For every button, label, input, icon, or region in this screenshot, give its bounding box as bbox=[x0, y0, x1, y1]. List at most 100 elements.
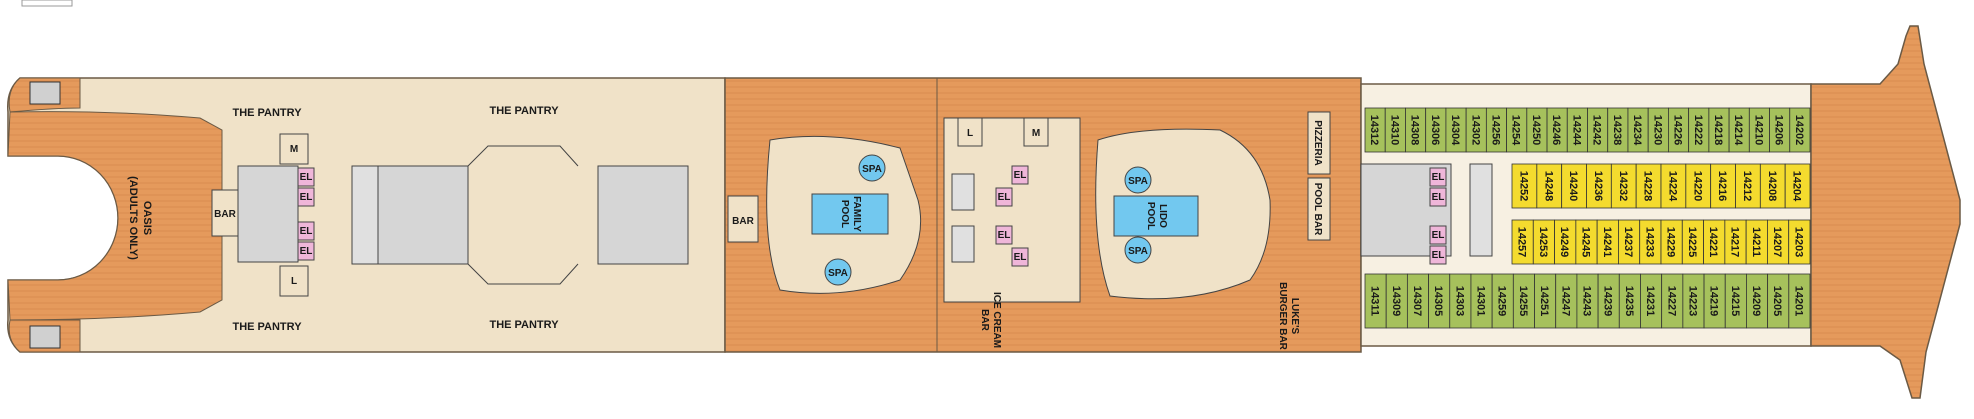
cabin[interactable]: 14207 bbox=[1767, 219, 1790, 265]
cabin-number: 14311 bbox=[1369, 286, 1381, 316]
cabin[interactable]: 14206 bbox=[1769, 107, 1791, 153]
cabin-number: 14228 bbox=[1642, 171, 1654, 202]
cabin[interactable]: 14233 bbox=[1639, 219, 1662, 265]
cabin[interactable]: 14231 bbox=[1640, 273, 1663, 329]
cabin[interactable]: 14241 bbox=[1596, 219, 1619, 265]
cabin[interactable]: 14253 bbox=[1532, 219, 1555, 265]
cabin[interactable]: 14250 bbox=[1526, 107, 1548, 153]
cabin[interactable]: 14221 bbox=[1703, 219, 1726, 265]
cabin[interactable]: 14246 bbox=[1546, 107, 1568, 153]
cabin[interactable]: 14240 bbox=[1561, 163, 1587, 209]
cabin[interactable]: 14243 bbox=[1576, 273, 1599, 329]
elevator-label: EL bbox=[300, 192, 313, 203]
cabin[interactable]: 14203 bbox=[1788, 219, 1811, 265]
cabin[interactable]: 14303 bbox=[1449, 273, 1472, 329]
corner-tab bbox=[21, 0, 73, 7]
cabin[interactable]: 14229 bbox=[1660, 219, 1683, 265]
cabin[interactable]: 14225 bbox=[1681, 219, 1704, 265]
cabin[interactable]: 14201 bbox=[1788, 273, 1811, 329]
cabin-number: 14206 bbox=[1773, 115, 1785, 146]
elevator bbox=[1429, 245, 1447, 265]
cabin[interactable]: 14242 bbox=[1587, 107, 1609, 153]
cabin[interactable]: 14306 bbox=[1425, 107, 1447, 153]
cabin[interactable]: 14304 bbox=[1445, 107, 1467, 153]
cabin-number: 14232 bbox=[1617, 171, 1629, 202]
cabin-number: 14222 bbox=[1692, 115, 1704, 146]
stairs bbox=[951, 173, 975, 211]
cabin[interactable]: 14248 bbox=[1536, 163, 1563, 209]
cabin-number: 14220 bbox=[1691, 171, 1703, 202]
cabin-number: 14237 bbox=[1622, 227, 1634, 258]
cabin[interactable]: 14202 bbox=[1789, 107, 1811, 153]
elevator bbox=[1429, 187, 1447, 207]
cabin[interactable]: 14223 bbox=[1682, 273, 1705, 329]
cabin[interactable]: 14238 bbox=[1607, 107, 1629, 153]
cabin[interactable]: 14230 bbox=[1647, 107, 1669, 153]
cabin[interactable]: 14211 bbox=[1745, 219, 1768, 265]
cabin[interactable]: 14245 bbox=[1575, 219, 1598, 265]
cabin-number: 14254 bbox=[1510, 115, 1522, 146]
cabin-number: 14244 bbox=[1570, 115, 1582, 146]
cabin[interactable]: 14308 bbox=[1405, 107, 1427, 153]
cabin[interactable]: 14256 bbox=[1485, 107, 1507, 153]
cabin-number: 14231 bbox=[1644, 286, 1656, 317]
oasis-label: OASIS bbox=[141, 201, 153, 235]
cabin[interactable]: 14255 bbox=[1512, 273, 1535, 329]
cabin[interactable]: 14215 bbox=[1724, 273, 1747, 329]
pantry-label: THE PANTRY bbox=[232, 107, 302, 119]
cabin[interactable]: 14244 bbox=[1566, 107, 1588, 153]
spa-label: SPA bbox=[1128, 246, 1148, 257]
cabin[interactable]: 14236 bbox=[1586, 163, 1612, 209]
aft-lounge bbox=[237, 165, 299, 263]
cabin[interactable]: 14251 bbox=[1534, 273, 1557, 329]
cabin-box bbox=[1586, 163, 1612, 209]
cabin[interactable]: 14309 bbox=[1385, 273, 1408, 329]
elevator-label: EL bbox=[300, 172, 313, 183]
cabin[interactable]: 14235 bbox=[1618, 273, 1641, 329]
cabin[interactable]: 14247 bbox=[1555, 273, 1578, 329]
cabin-box bbox=[1610, 163, 1637, 209]
cabin[interactable]: 14312 bbox=[1364, 107, 1386, 153]
cabin[interactable]: 14301 bbox=[1470, 273, 1493, 329]
cabin[interactable]: 14219 bbox=[1703, 273, 1726, 329]
cabin[interactable]: 14252 bbox=[1511, 163, 1538, 209]
cabin[interactable]: 14205 bbox=[1767, 273, 1790, 329]
cabin-number: 14204 bbox=[1791, 171, 1803, 202]
cabin[interactable]: 14227 bbox=[1661, 273, 1684, 329]
cabin-number: 14209 bbox=[1750, 286, 1762, 317]
cabin[interactable]: 14209 bbox=[1746, 273, 1769, 329]
cabin[interactable]: 14226 bbox=[1668, 107, 1690, 153]
cabin[interactable]: 14214 bbox=[1728, 107, 1750, 153]
cabin-number: 14229 bbox=[1665, 227, 1677, 258]
cabin[interactable]: 14237 bbox=[1618, 219, 1641, 265]
cabin[interactable]: 14302 bbox=[1465, 107, 1487, 153]
restroom-ladies bbox=[957, 117, 983, 147]
lukes-burger-bar-label: BURGER BAR bbox=[1277, 282, 1288, 351]
cabin[interactable]: 14234 bbox=[1627, 107, 1649, 153]
cabin[interactable]: 14311 bbox=[1364, 273, 1387, 329]
cabin[interactable]: 14232 bbox=[1610, 163, 1637, 209]
cabin[interactable]: 14224 bbox=[1660, 163, 1687, 209]
lido-pool-label: POOL bbox=[1145, 202, 1156, 230]
cabin[interactable]: 14305 bbox=[1428, 273, 1451, 329]
cabin[interactable]: 14228 bbox=[1635, 163, 1662, 209]
cabin[interactable]: 14208 bbox=[1759, 163, 1786, 209]
cabin[interactable]: 14310 bbox=[1384, 107, 1406, 153]
cabin-number: 14248 bbox=[1542, 171, 1554, 202]
cabin[interactable]: 14259 bbox=[1491, 273, 1514, 329]
cabin[interactable]: 14257 bbox=[1511, 219, 1534, 265]
cabin[interactable]: 14239 bbox=[1597, 273, 1620, 329]
cabin[interactable]: 14204 bbox=[1784, 163, 1811, 209]
cabin-number: 14226 bbox=[1672, 115, 1684, 146]
cabin[interactable]: 14210 bbox=[1748, 107, 1770, 153]
cabin[interactable]: 14220 bbox=[1685, 163, 1712, 209]
cabin[interactable]: 14212 bbox=[1735, 163, 1761, 209]
cabin-box bbox=[1561, 163, 1587, 209]
cabin[interactable]: 14216 bbox=[1710, 163, 1736, 209]
cabin[interactable]: 14307 bbox=[1406, 273, 1429, 329]
cabin[interactable]: 14249 bbox=[1554, 219, 1577, 265]
cabin[interactable]: 14254 bbox=[1506, 107, 1528, 153]
cabin[interactable]: 14222 bbox=[1688, 107, 1710, 153]
cabin[interactable]: 14217 bbox=[1724, 219, 1747, 265]
cabin[interactable]: 14218 bbox=[1708, 107, 1730, 153]
